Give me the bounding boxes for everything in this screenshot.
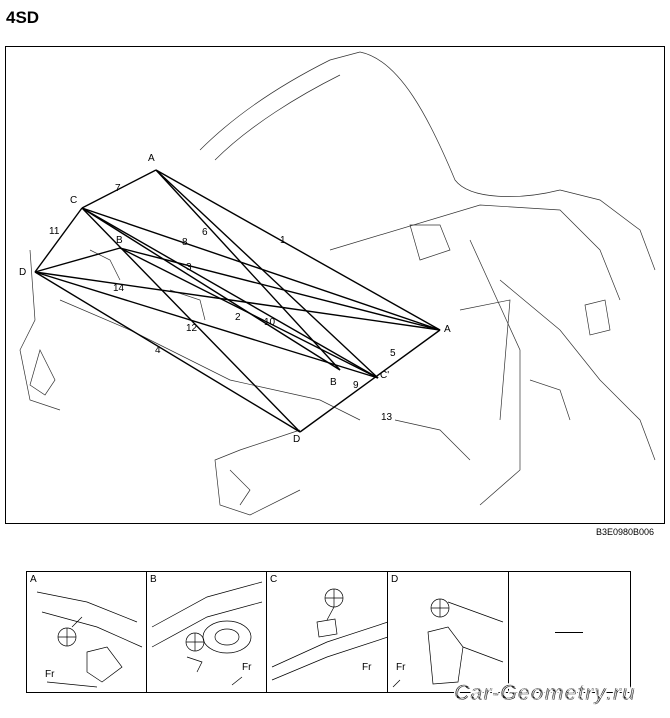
detail-sketch-b <box>151 581 263 686</box>
svg-text:Car-Geometry.ru: Car-Geometry.ru <box>454 680 636 705</box>
point-label-a-prime: A <box>444 324 451 335</box>
detail-panel: A Fr B Fr C <box>26 571 631 693</box>
line-10 <box>81 207 341 371</box>
point-label-a: A <box>148 153 155 164</box>
point-label-c: C <box>70 195 77 206</box>
detail-sketch-d <box>392 598 504 688</box>
measurement-9: 9 <box>353 380 359 391</box>
measurement-3: 3 <box>186 262 192 273</box>
point-label-d-prime: D <box>293 434 300 445</box>
front-direction-label: Fr <box>396 662 406 673</box>
detail-cell-d: D Fr <box>388 572 509 692</box>
body-shell-sketch <box>19 51 656 516</box>
measurement-10: 10 <box>264 317 276 328</box>
diagram-code: B3E0980B006 <box>596 527 655 537</box>
page-title: 4SD <box>6 8 40 27</box>
measurement-4: 4 <box>155 345 161 356</box>
detail-letter: A <box>30 574 37 585</box>
measurement-7: 7 <box>115 183 121 194</box>
front-direction-label: Fr <box>242 662 252 673</box>
measurement-1: 1 <box>280 235 286 246</box>
point-labels: A C B D A C' B D <box>19 153 451 445</box>
line-d-b <box>34 247 121 273</box>
empty-cell-dash <box>555 632 583 633</box>
detail-sketch-a <box>36 591 143 688</box>
main-diagram-frame <box>5 46 665 524</box>
measurement-13: 13 <box>381 412 393 423</box>
measurement-numbers: 1 2 3 4 5 6 7 8 9 10 11 12 13 14 <box>49 183 396 423</box>
detail-cell-a: A Fr <box>27 572 147 692</box>
line-d-c2 <box>34 271 379 379</box>
line-14 <box>34 271 441 331</box>
point-label-d: D <box>19 267 26 278</box>
point-label-b: B <box>116 235 123 246</box>
front-direction-label: Fr <box>362 662 372 673</box>
line-1 <box>155 169 441 331</box>
line-11 <box>34 207 83 273</box>
measurement-12: 12 <box>186 323 198 334</box>
detail-cell-b: B Fr <box>147 572 267 692</box>
line-7 <box>81 169 157 209</box>
detail-letter: B <box>150 574 157 585</box>
measurement-8: 8 <box>182 237 188 248</box>
measurement-2: 2 <box>235 312 241 323</box>
measurement-14: 14 <box>113 283 125 294</box>
point-label-b-prime: B <box>330 377 337 388</box>
front-direction-label: Fr <box>45 669 55 680</box>
line-4 <box>34 271 301 433</box>
line-13 <box>299 329 441 433</box>
detail-letter: C <box>270 574 278 585</box>
point-label-c-prime: C' <box>380 370 389 381</box>
line-3 <box>119 247 441 331</box>
measurement-lines <box>34 169 441 433</box>
line-6 <box>155 169 341 371</box>
measurement-5: 5 <box>390 348 396 359</box>
detail-cell-c: C Fr <box>267 572 388 692</box>
watermark-logo: Car-Geometry.ru <box>454 678 664 712</box>
detail-letter: D <box>391 574 399 585</box>
logo-mark: Car-Geometry.ru <box>454 680 636 706</box>
line-8 <box>155 169 379 379</box>
measurement-11: 11 <box>49 226 60 237</box>
line-2 <box>81 207 379 379</box>
measurement-6: 6 <box>202 227 208 238</box>
detail-sketch-c <box>271 588 388 681</box>
